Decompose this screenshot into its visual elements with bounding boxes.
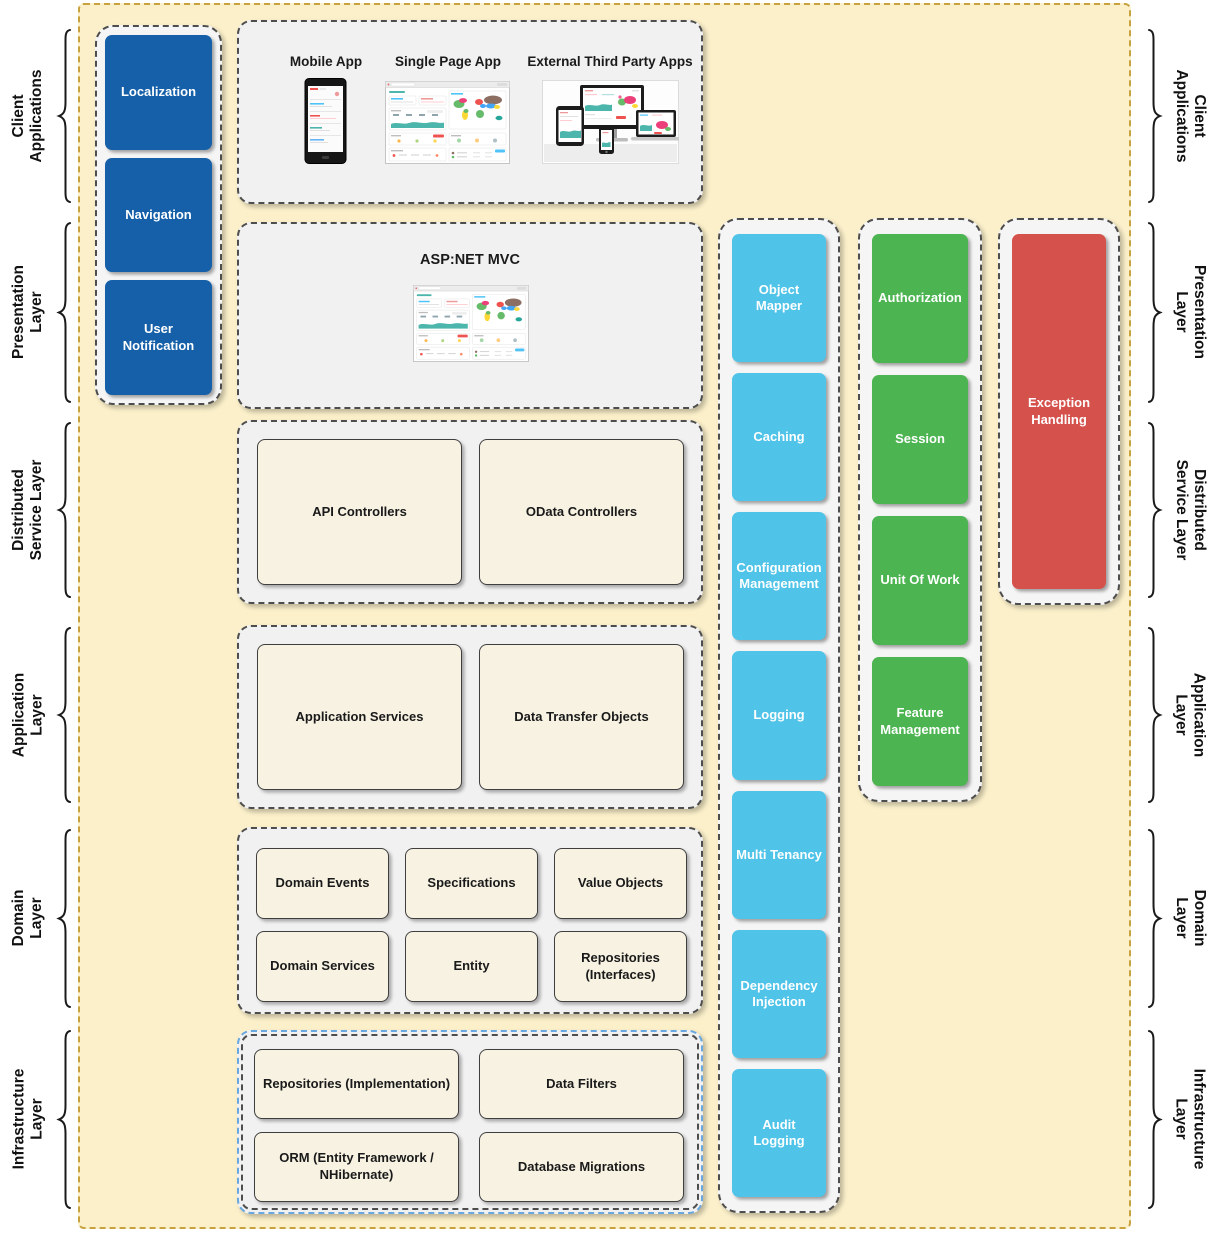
infrastructure-layer-container: Repositories (Implementation) Data Filte… bbox=[237, 1030, 703, 1214]
aspnet-mvc-screenshot bbox=[412, 285, 530, 362]
application-layer-container: Application Services Data Transfer Objec… bbox=[237, 625, 703, 809]
session-box: Session bbox=[872, 375, 968, 504]
brace-domain-right bbox=[1146, 827, 1163, 1010]
navigation-box: Navigation bbox=[105, 157, 212, 273]
presentation-mvc-container: ASP:NET MVC bbox=[237, 222, 703, 409]
external-apps-caption: External Third Party Apps bbox=[527, 54, 693, 69]
configuration-management-box: Configuration Management bbox=[732, 512, 826, 641]
brace-client-right bbox=[1146, 27, 1163, 205]
logging-box: Logging bbox=[732, 651, 826, 780]
caching-box: Caching bbox=[732, 373, 826, 502]
layer-label-infrastructure-right: Infrastructure Layer bbox=[1172, 1068, 1208, 1170]
localization-box: Localization bbox=[105, 35, 212, 150]
orm-box: ORM (Entity Framework / NHibernate) bbox=[254, 1132, 459, 1202]
client-applications-container: Mobile App Single Page App External Thir… bbox=[237, 20, 703, 204]
mobile-app-image bbox=[304, 78, 347, 164]
layer-label-presentation-right: Presentation Layer bbox=[1173, 265, 1209, 359]
value-objects-box: Value Objects bbox=[554, 848, 687, 919]
layer-label-distributed-left: Distributed Service Layer bbox=[9, 459, 45, 561]
data-transfer-objects-box: Data Transfer Objects bbox=[479, 644, 684, 790]
exception-handling-box: Exception Handling bbox=[1012, 234, 1106, 589]
brace-presentation-right bbox=[1146, 220, 1163, 405]
brace-application-left bbox=[56, 625, 73, 805]
brace-presentation-left bbox=[56, 220, 73, 405]
repositories-implementation-box: Repositories (Implementation) bbox=[254, 1049, 459, 1119]
layer-label-infrastructure-left: Infrastructure Layer bbox=[10, 1068, 46, 1170]
brace-distributed-left bbox=[56, 420, 73, 600]
multi-tenancy-box: Multi Tenancy bbox=[732, 790, 826, 919]
layer-label-domain-left: Domain Layer bbox=[9, 889, 45, 947]
aspnet-mvc-title: ASP:NET MVC bbox=[420, 252, 520, 268]
brace-client-left bbox=[56, 27, 73, 205]
mobile-app-caption: Mobile App bbox=[289, 54, 363, 69]
database-migrations-box: Database Migrations bbox=[479, 1132, 684, 1202]
layer-label-distributed-right: Distributed Service Layer bbox=[1173, 459, 1209, 561]
brace-distributed-right bbox=[1146, 420, 1163, 600]
layer-label-client-applications-left: Client Applications bbox=[9, 69, 45, 163]
object-mapper-box: Object Mapper bbox=[732, 234, 826, 363]
application-services-box: Application Services bbox=[257, 644, 462, 790]
exception-handling-container: Exception Handling bbox=[998, 218, 1120, 605]
api-controllers-box: API Controllers bbox=[257, 439, 462, 585]
domain-layer-container: Domain Events Specifications Value Objec… bbox=[237, 827, 703, 1014]
audit-logging-box: Audit Logging bbox=[732, 1068, 826, 1197]
specifications-box: Specifications bbox=[405, 848, 538, 919]
authorization-box: Authorization bbox=[872, 234, 968, 363]
security-concerns-container: Authorization Session Unit Of Work Featu… bbox=[858, 218, 982, 802]
layer-label-domain-right: Domain Layer bbox=[1173, 889, 1209, 947]
layer-label-application-right: Application Layer bbox=[1172, 672, 1208, 758]
entity-box: Entity bbox=[405, 931, 538, 1002]
dependency-injection-box: Dependency Injection bbox=[732, 929, 826, 1058]
single-page-app-caption: Single Page App bbox=[394, 54, 502, 69]
odata-controllers-box: OData Controllers bbox=[479, 439, 684, 585]
data-filters-box: Data Filters bbox=[479, 1049, 684, 1119]
unit-of-work-box: Unit Of Work bbox=[872, 516, 968, 645]
repositories-interfaces-box: Repositories (Interfaces) bbox=[554, 931, 687, 1002]
brace-application-right bbox=[1146, 625, 1163, 805]
external-third-party-apps-image bbox=[542, 80, 681, 164]
layer-label-presentation-left: Presentation Layer bbox=[9, 265, 45, 359]
layer-label-application-left: Application Layer bbox=[10, 672, 46, 758]
layer-label-client-applications-right: Client Applications bbox=[1173, 69, 1209, 163]
distributed-service-container: API Controllers OData Controllers bbox=[237, 420, 703, 604]
domain-services-box: Domain Services bbox=[256, 931, 389, 1002]
domain-events-box: Domain Events bbox=[256, 848, 389, 919]
framework-concerns-container: Object Mapper Caching Configuration Mana… bbox=[718, 218, 840, 1213]
feature-management-box: Feature Management bbox=[872, 657, 968, 786]
user-notification-box: User Notification bbox=[105, 280, 212, 396]
brace-infrastructure-right bbox=[1146, 1028, 1163, 1211]
brace-domain-left bbox=[56, 827, 73, 1010]
single-page-app-image bbox=[385, 81, 510, 164]
shared-ui-container: Localization Navigation User Notificatio… bbox=[95, 25, 222, 405]
brace-infrastructure-left bbox=[56, 1028, 73, 1211]
